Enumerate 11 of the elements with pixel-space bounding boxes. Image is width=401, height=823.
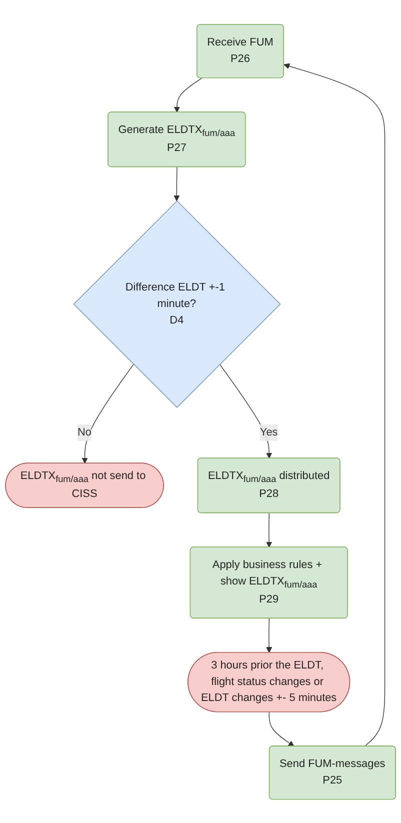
arrow [174,77,202,112]
edge-label: No [78,426,92,438]
arrow [219,364,272,458]
edge-label: Yes [260,426,278,438]
node-diamond: Difference ELDT +-1 minute? D4 [73,200,281,408]
arrow [82,364,134,464]
arrow [174,166,180,201]
arrow [284,62,386,746]
arrow [268,711,294,746]
arrow [266,512,272,548]
arrow [266,618,272,653]
